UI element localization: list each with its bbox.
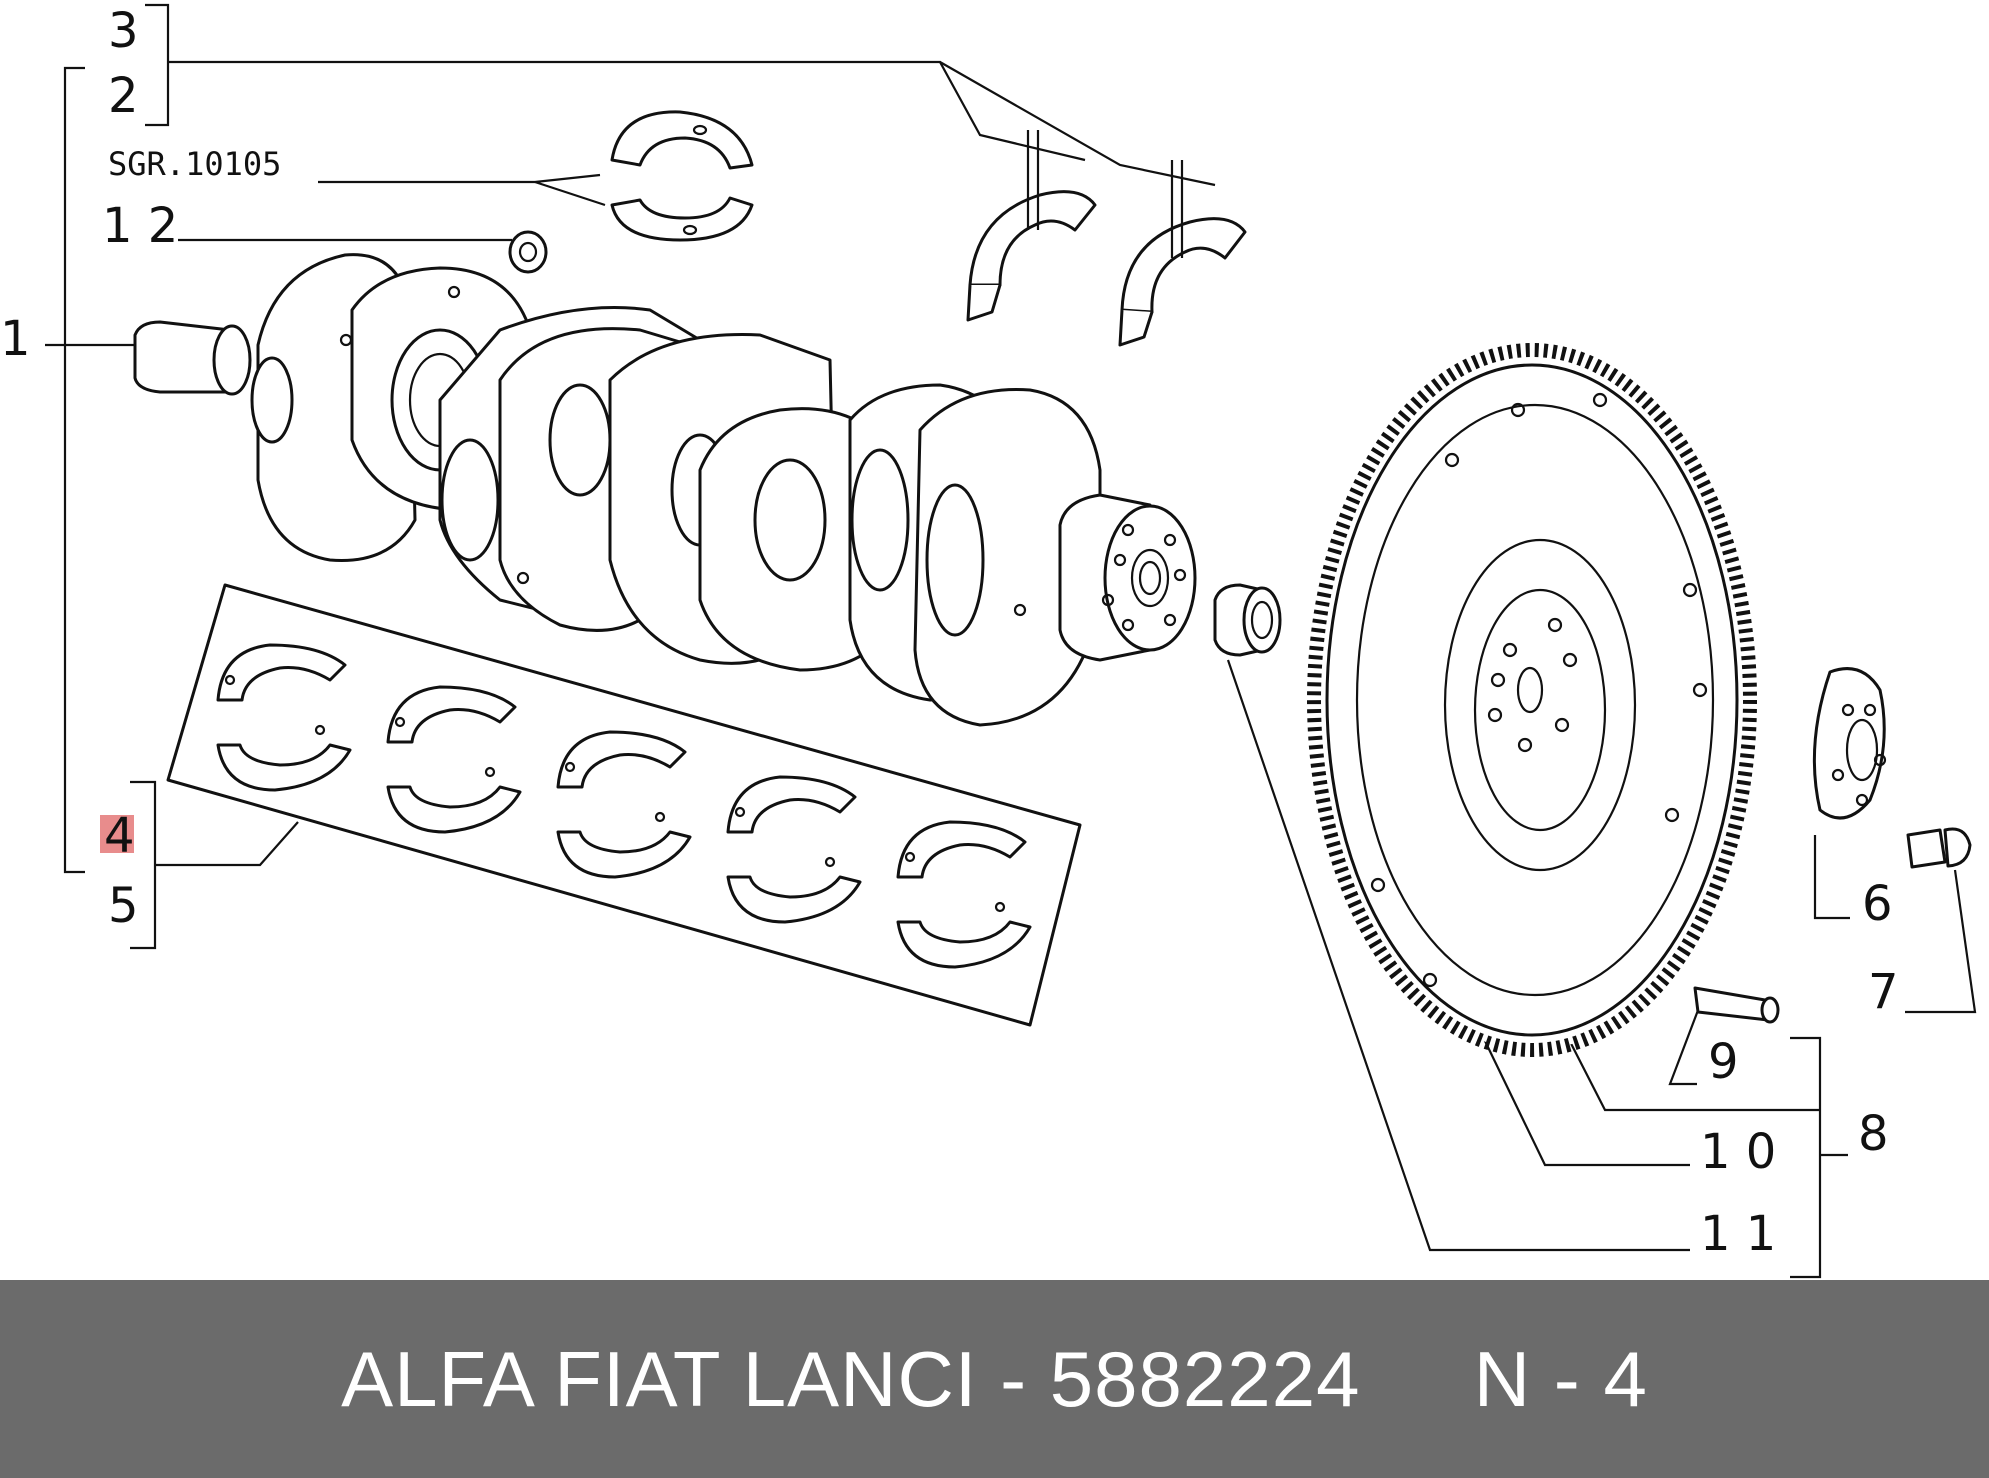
callout-7: 7: [1868, 964, 1899, 1020]
callout-3: 3: [108, 3, 139, 59]
callout-4-highlight: [100, 815, 134, 853]
plate-6: [1812, 667, 1887, 820]
callout-2: 2: [108, 68, 139, 124]
callout-6: 6: [1862, 876, 1893, 932]
callout-1: 1: [0, 311, 31, 367]
flywheel: [1307, 343, 1757, 1057]
callout-12: 1 2: [102, 198, 178, 254]
crankshaft: [133, 253, 1197, 727]
bearing-pair-4: [726, 775, 862, 924]
callout-11: 1 1: [1700, 1206, 1776, 1262]
bearing-pair-1: [216, 643, 352, 792]
bearing-shell-sgr: [610, 110, 754, 242]
bearing-pair-5: [896, 820, 1032, 969]
footer-bar: ALFA FIAT LANCI - 5882224 N - 4: [0, 1280, 1989, 1478]
bearing-pair-3: [556, 730, 692, 879]
thrust-washer-3: [966, 130, 1097, 322]
footer-part-number: ALFA FIAT LANCI - 5882224 N - 4: [341, 1334, 1648, 1423]
callout-4: 4: [104, 808, 135, 864]
callout-9: 9: [1708, 1034, 1739, 1090]
parts-diagram: 3 2 SGR.10105 1 2 1 4 5 6 7 8 9 1 0 1 1: [0, 3, 1977, 1279]
bearing-set-panel: [166, 583, 1082, 1027]
thrust-washer-2: [1118, 160, 1247, 347]
callout-10: 1 0: [1700, 1124, 1776, 1180]
spigot-bearing-11: [1213, 583, 1282, 657]
dowel-9: [1693, 986, 1780, 1024]
callout-sgr-10105: SGR.10105: [108, 145, 281, 183]
bush-12: [508, 230, 548, 274]
leader-lines: [45, 3, 1977, 1279]
bolt-7: [1906, 827, 1972, 869]
callout-5: 5: [108, 878, 139, 934]
callout-8: 8: [1858, 1106, 1889, 1162]
bearing-pair-2: [386, 685, 522, 834]
